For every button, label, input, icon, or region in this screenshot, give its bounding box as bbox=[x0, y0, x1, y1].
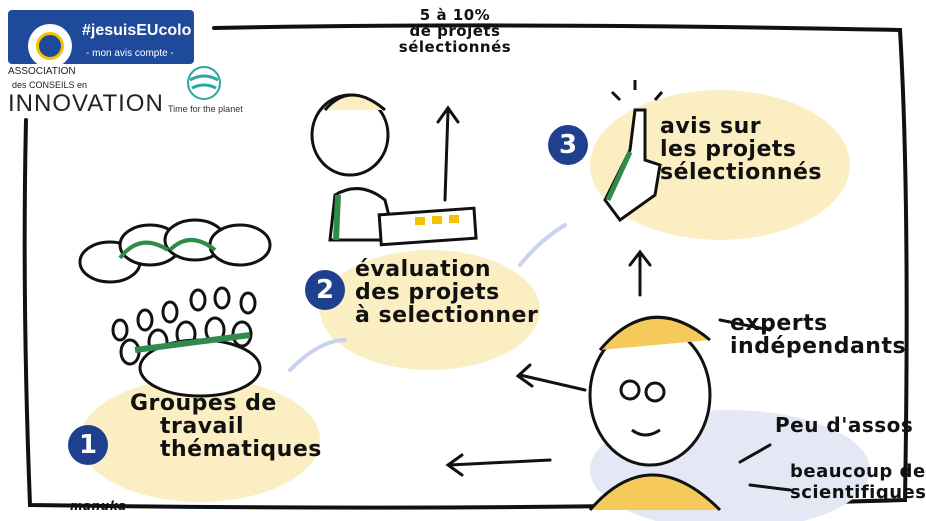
assoc-line2: des CONSEILS en bbox=[12, 80, 88, 90]
people-group-icon bbox=[111, 286, 262, 398]
raised-hand-icon bbox=[603, 108, 662, 223]
step-3-line1: avis sur bbox=[660, 114, 762, 139]
planet-logo-icon bbox=[187, 66, 221, 100]
step-1-line3: thématiques bbox=[160, 437, 322, 463]
top-note: 5 à 10% de projets sélectionnés bbox=[380, 6, 530, 56]
step-2-line2: des projets bbox=[355, 280, 500, 306]
highlight-step1 bbox=[80, 378, 320, 502]
step-1-line1: Groupes de bbox=[130, 391, 277, 416]
speech-bubbles-icon bbox=[78, 218, 272, 284]
step-1-badge: 1 bbox=[68, 425, 108, 465]
badge-title: #jesuisEUcolo bbox=[82, 22, 192, 39]
flow-arrows bbox=[436, 105, 792, 492]
eu-logo-icon bbox=[28, 24, 72, 68]
experts-label: experts indépendants bbox=[730, 312, 906, 358]
step-3-line3: sélectionnés bbox=[660, 160, 823, 186]
scientists-line1: beaucoup de bbox=[790, 461, 926, 482]
evaluator-icon bbox=[310, 93, 478, 247]
top-note-line2: de projets bbox=[409, 21, 501, 40]
step-3-line2: les projets bbox=[660, 137, 797, 163]
step-2-badge: 2 bbox=[305, 270, 345, 310]
step-2-line1: évaluation bbox=[355, 257, 491, 282]
frame bbox=[22, 23, 909, 510]
scientists-line2: scientifiques bbox=[790, 481, 926, 503]
top-note-line1: 5 à 10% bbox=[419, 6, 491, 24]
assoc-logo-text: INNOVATION bbox=[8, 90, 164, 117]
highlight-step3 bbox=[590, 90, 850, 240]
expert-person-icon bbox=[588, 315, 722, 512]
experts-line2: indépendants bbox=[730, 334, 907, 360]
step-2-label: évaluation des projets à selectionner bbox=[355, 258, 538, 327]
step-2-line3: à selectionner bbox=[355, 303, 539, 329]
step-1-label: Groupes de travail thématiques bbox=[130, 392, 322, 461]
assoc-line1: ASSOCIATION bbox=[8, 66, 76, 77]
step-1-line2: travail bbox=[160, 414, 244, 440]
few-assos-note: Peu d'assos bbox=[775, 413, 914, 437]
signature: manuka bbox=[70, 499, 127, 513]
experts-line1: experts bbox=[730, 311, 828, 336]
jesuiseucolo-badge: #jesuisEUcolo - mon avis compte - bbox=[8, 10, 194, 68]
top-note-line3: sélectionnés bbox=[398, 37, 512, 56]
highlight-step2 bbox=[320, 250, 540, 370]
step-3-badge: 3 bbox=[548, 125, 588, 165]
scientists-note: beaucoup de scientifiques bbox=[790, 461, 926, 503]
soft-arrows bbox=[288, 223, 567, 372]
badge-subtitle: - mon avis compte - bbox=[86, 48, 174, 59]
step-3-label: avis sur les projets sélectionnés bbox=[660, 115, 822, 184]
partner-name: Time for the planet bbox=[168, 104, 243, 114]
